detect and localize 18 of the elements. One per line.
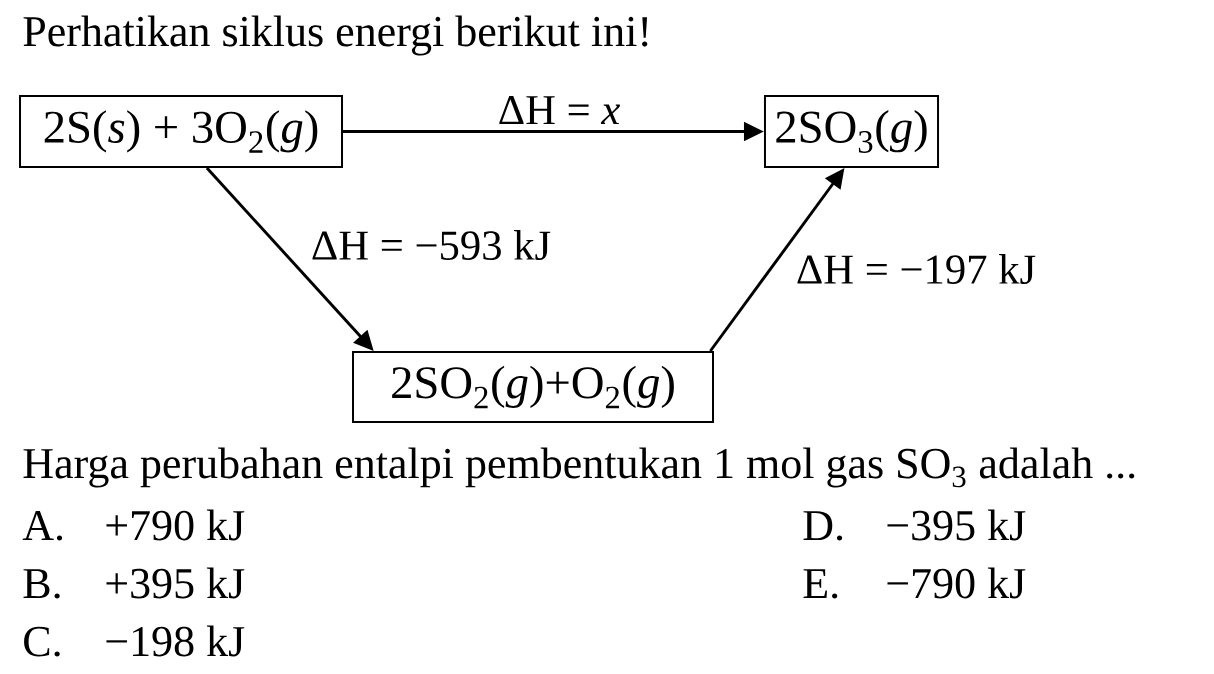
- option-letter: B.: [23, 569, 60, 599]
- option-value: −198 kJ: [106, 625, 245, 657]
- option-letter: C.: [24, 626, 60, 657]
- question-text: Harga perubahan entalpi pembentukan 1 mol gas SO$_{3}$ adalah ...: [23, 447, 1135, 488]
- option-value: +790 kJ: [106, 509, 245, 541]
- state-box: 2S(s) + 3O$_{2}$(g): [19, 95, 343, 168]
- option-letter: E.: [803, 569, 838, 599]
- option-letter: A.: [22, 510, 63, 541]
- edge-label: ΔH = −593 kJ: [309, 228, 553, 262]
- option-value: −395 kJ: [887, 509, 1026, 541]
- state-box: 2SO$_{3}$(g): [763, 95, 940, 168]
- edge-label: ΔH = −197 kJ: [794, 252, 1038, 286]
- heading-text: Perhatikan siklus energi berikut ini!: [23, 15, 648, 56]
- state-box: 2SO$_{2}$(g)+O$_{2}$(g): [352, 351, 714, 423]
- edge-label: ΔH = x: [496, 94, 622, 126]
- option-value: +395 kJ: [106, 567, 245, 599]
- option-letter: D.: [803, 511, 843, 541]
- option-value: −790 kJ: [887, 567, 1026, 599]
